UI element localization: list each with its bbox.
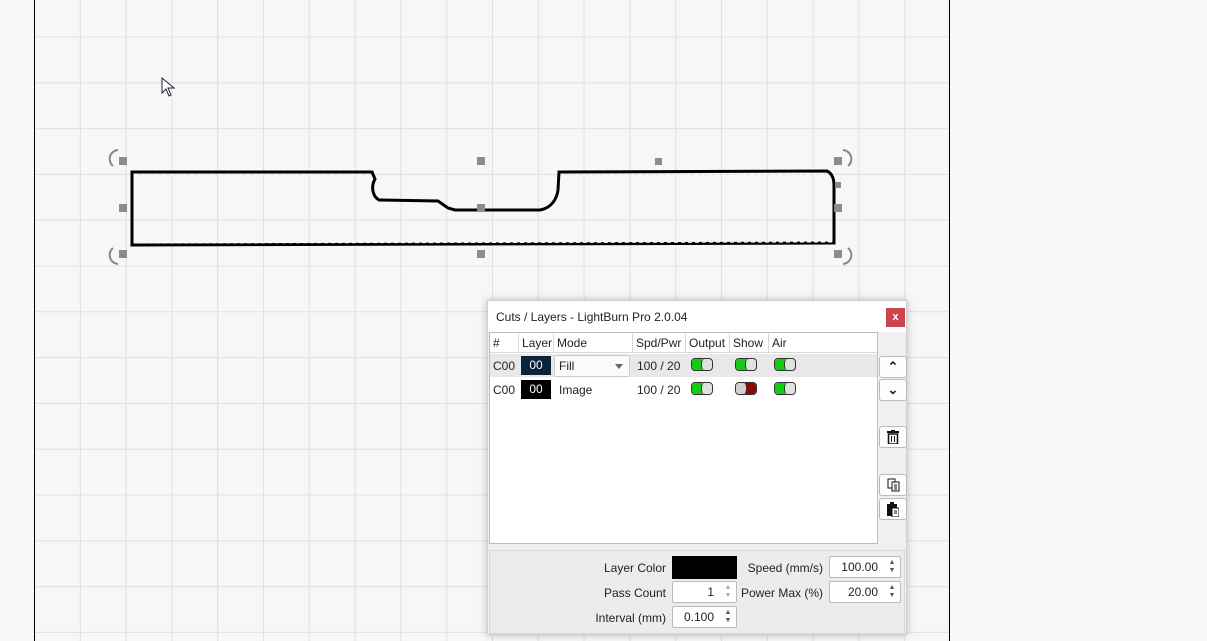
layer-settings-panel: Layer Color Pass Count 1▲▼ Interval (mm)… — [489, 550, 905, 634]
speed-label: Speed (mm/s) — [747, 561, 823, 575]
air-toggle[interactable] — [774, 381, 796, 395]
output-toggle[interactable] — [691, 357, 713, 371]
paste-button[interactable] — [879, 498, 907, 520]
layer-swatch[interactable]: 00 — [521, 380, 551, 399]
mode-value[interactable]: Image — [559, 382, 593, 397]
layer-color-label: Layer Color — [603, 561, 666, 575]
layer-num: C00 — [493, 358, 516, 373]
header-mode[interactable]: Mode — [554, 333, 633, 352]
power-max-label: Power Max (%) — [740, 586, 823, 600]
layer-color-swatch[interactable] — [672, 556, 737, 579]
delete-button[interactable] — [879, 426, 907, 448]
layers-table: # Layer Mode Spd/Pwr Output Show Air C00… — [489, 332, 878, 544]
table-row[interactable]: C00 00 Fill 100 / 20 — [490, 354, 877, 377]
mode-value: Fill — [559, 358, 575, 373]
paste-icon — [887, 501, 899, 517]
air-toggle[interactable] — [774, 357, 796, 371]
shape-outline — [130, 169, 836, 247]
speed-input[interactable]: 100.00▲▼ — [829, 556, 901, 578]
copy-button[interactable] — [879, 474, 907, 496]
table-header: # Layer Mode Spd/Pwr Output Show Air — [490, 333, 877, 353]
chevron-down-icon — [615, 363, 623, 373]
header-air[interactable]: Air — [772, 336, 787, 350]
layer-num: C00 — [493, 382, 516, 397]
header-show[interactable]: Show — [730, 333, 769, 352]
spd-pwr: 100 / 20 — [637, 382, 681, 397]
header-num[interactable]: # — [490, 333, 519, 352]
show-toggle[interactable] — [735, 357, 757, 371]
pass-count-label: Pass Count — [603, 586, 666, 600]
power-max-input[interactable]: 20.00▲▼ — [829, 581, 901, 603]
header-output[interactable]: Output — [686, 333, 730, 352]
move-up-button[interactable]: ⌃ — [879, 356, 907, 378]
mouse-cursor-icon — [161, 76, 176, 97]
header-layer[interactable]: Layer — [519, 333, 554, 352]
close-button[interactable]: x — [886, 308, 905, 327]
cuts-layers-window: Cuts / Layers - LightBurn Pro 2.0.04 x #… — [487, 300, 907, 635]
chevron-up-icon: ⌃ — [887, 359, 899, 374]
move-down-button[interactable]: ⌄ — [879, 379, 907, 401]
trash-icon — [887, 430, 899, 444]
selection-handles — [119, 157, 842, 258]
spd-pwr: 100 / 20 — [637, 358, 681, 373]
interval-input[interactable]: 0.100▲▼ — [672, 606, 737, 628]
table-row[interactable]: C00 00 Image 100 / 20 — [490, 378, 877, 401]
pass-count-input[interactable]: 1▲▼ — [672, 581, 737, 603]
interval-label: Interval (mm) — [595, 611, 666, 625]
show-toggle[interactable] — [735, 381, 757, 395]
mode-select[interactable]: Fill — [554, 354, 630, 377]
header-spd-pwr[interactable]: Spd/Pwr — [633, 333, 686, 352]
layer-swatch[interactable]: 00 — [521, 356, 551, 375]
output-toggle[interactable] — [691, 381, 713, 395]
selected-shape[interactable] — [0, 0, 950, 641]
chevron-down-icon: ⌄ — [887, 382, 899, 397]
copy-icon — [887, 478, 899, 492]
window-title: Cuts / Layers - LightBurn Pro 2.0.04 — [488, 301, 906, 332]
rotate-handles — [108, 149, 853, 265]
